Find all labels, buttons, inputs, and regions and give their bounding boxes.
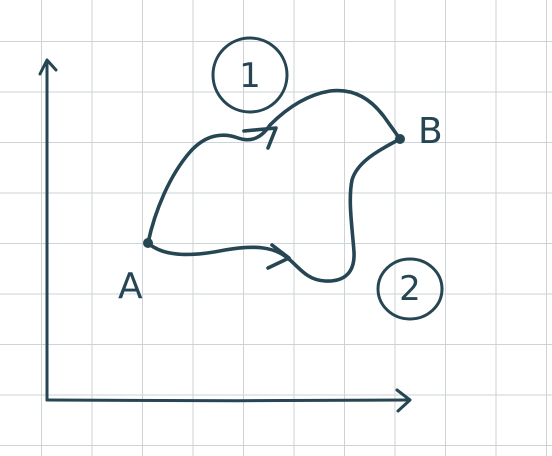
point-a-label: A [118, 266, 143, 307]
y-axis-line [44, 60, 49, 402]
point-a-dot [143, 238, 153, 248]
route-1-badge: 1 [211, 36, 289, 114]
upper-path-arrowhead [242, 126, 278, 150]
y-axis-arrowhead [38, 58, 58, 76]
route-2-circle [376, 257, 444, 321]
route-1-number: 1 [239, 56, 261, 96]
route-2-badge: 2 [376, 257, 444, 321]
lower-path-arrowhead [266, 243, 291, 270]
route-2-number: 2 [399, 269, 421, 309]
upper-path-1 [146, 88, 402, 245]
point-b-label: B [418, 111, 443, 152]
point-b-dot [395, 134, 405, 144]
route-1-circle [211, 36, 289, 114]
axes [38, 58, 412, 413]
x-axis-arrowhead [395, 388, 412, 413]
x-axis-line [45, 398, 410, 403]
lower-path-2 [146, 137, 402, 283]
